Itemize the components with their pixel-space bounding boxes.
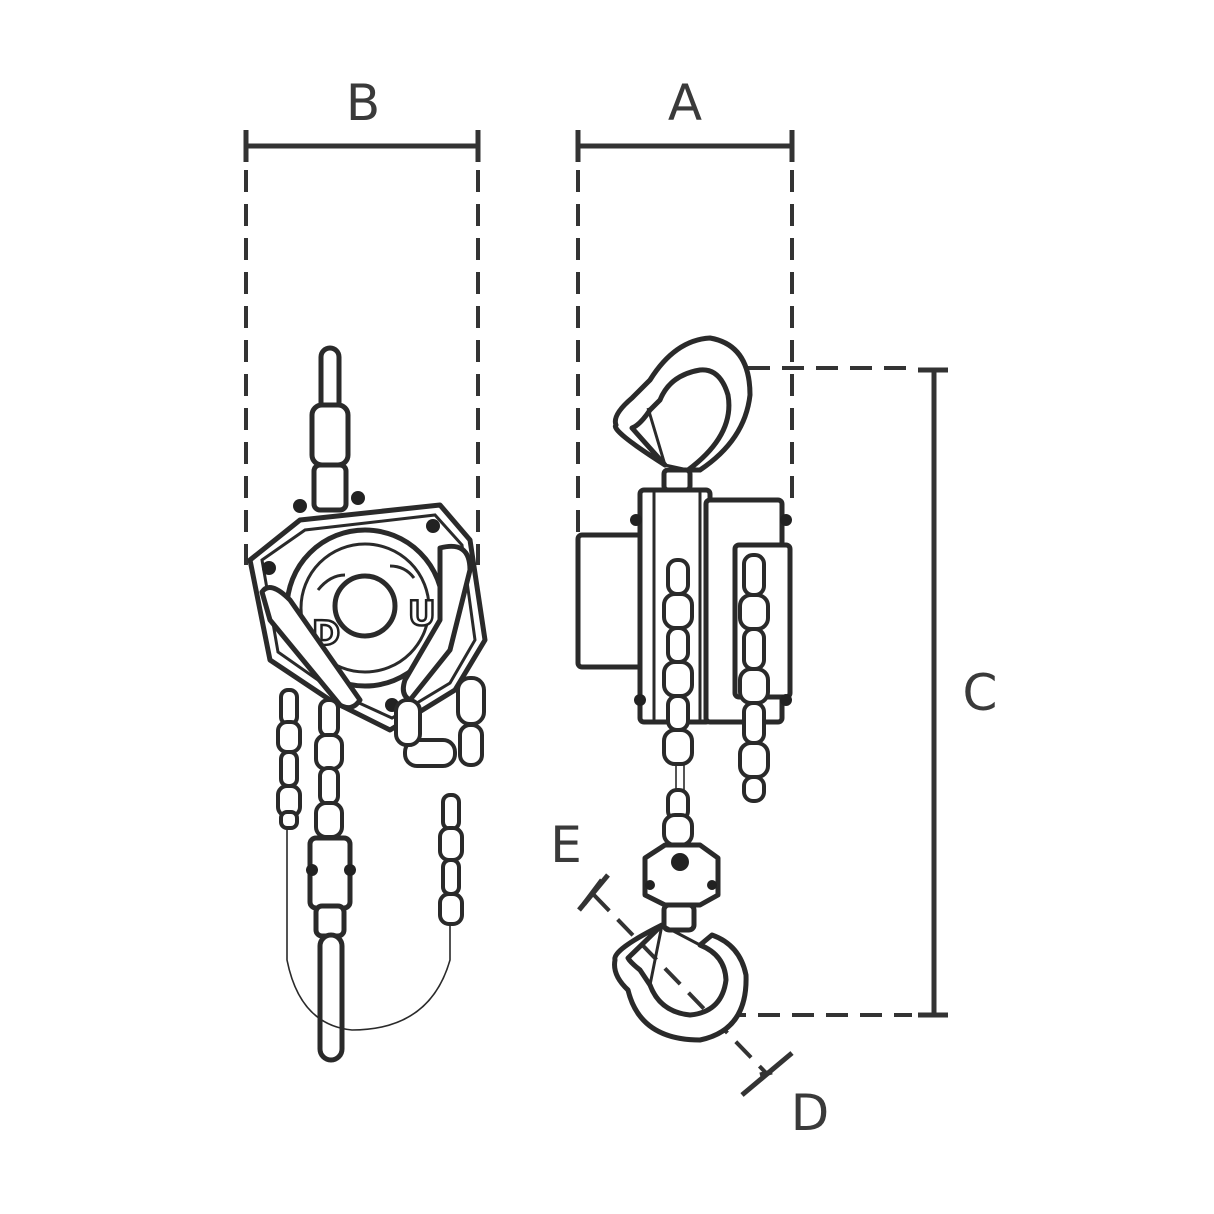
hoist-front-view: D U bbox=[247, 345, 488, 1063]
housing-bolt-1 bbox=[262, 561, 276, 575]
arrow-up-icon bbox=[389, 564, 416, 579]
side-hand-link-6 bbox=[738, 741, 770, 779]
chain-guard-left bbox=[259, 585, 363, 711]
side-hand-link-5 bbox=[742, 701, 766, 745]
hand-chain-left bbox=[276, 688, 302, 830]
left-chain-link-3 bbox=[279, 750, 299, 788]
lower-chain-link-2 bbox=[662, 813, 694, 847]
right-chain-link-1 bbox=[441, 793, 461, 831]
bottom-hook-front bbox=[317, 932, 345, 1063]
bottom-block-pin bbox=[671, 853, 689, 871]
right-chain-link-2 bbox=[438, 826, 464, 862]
side-bolt-1 bbox=[630, 514, 642, 526]
top-swivel bbox=[311, 462, 349, 513]
left-chain-link-2 bbox=[276, 720, 302, 754]
dimension-b: B bbox=[243, 74, 481, 565]
side-bolt-4 bbox=[634, 694, 646, 706]
housing-bolt-2 bbox=[426, 519, 440, 533]
dimension-a: A bbox=[575, 74, 795, 535]
load-chain-link-1 bbox=[318, 698, 340, 738]
internal-chain-link-4 bbox=[662, 660, 694, 698]
side-bolt-3 bbox=[780, 694, 792, 706]
side-hand-link-2 bbox=[738, 593, 770, 631]
dimension-a-label: A bbox=[668, 74, 702, 132]
dimension-d-label: D bbox=[791, 1084, 830, 1142]
load-chain-link-3 bbox=[318, 766, 340, 806]
left-chain-link-5 bbox=[279, 810, 299, 830]
internal-chain-link-6 bbox=[662, 728, 694, 766]
bottom-block-bolt-right bbox=[344, 864, 356, 876]
arrow-down-icon bbox=[316, 573, 346, 591]
dimension-e-label: E bbox=[550, 816, 582, 874]
hand-chain-side bbox=[738, 553, 770, 803]
dimension-d-diagonal bbox=[592, 893, 770, 1077]
internal-chain-link-5 bbox=[666, 694, 690, 732]
top-bolt-right bbox=[351, 491, 365, 505]
load-chain-side-internal bbox=[662, 558, 694, 766]
housing-rim bbox=[260, 513, 477, 720]
load-chain-link-4 bbox=[314, 801, 344, 839]
dimension-e-tick-outer bbox=[577, 873, 610, 912]
bottom-hook bbox=[612, 922, 749, 1043]
hand-chain-right bbox=[438, 793, 464, 926]
side-hand-link-1 bbox=[742, 553, 766, 597]
top-shackle bbox=[309, 402, 351, 468]
dimension-e-d: E D bbox=[550, 816, 829, 1142]
top-hook-neck bbox=[661, 467, 693, 493]
load-chain-front bbox=[314, 698, 344, 839]
hand-chain-link-3 bbox=[403, 738, 457, 768]
up-mark: U bbox=[408, 594, 436, 634]
internal-chain-link-1 bbox=[666, 558, 690, 596]
dimension-b-label: B bbox=[346, 74, 380, 132]
side-hand-link-4 bbox=[738, 667, 770, 705]
bottom-block-side bbox=[642, 842, 721, 908]
hand-wheel-ring bbox=[299, 542, 431, 674]
dimension-c-label: C bbox=[963, 664, 998, 722]
bottom-block-bolt-a bbox=[645, 880, 655, 890]
right-chain-link-3 bbox=[441, 858, 461, 896]
bottom-swivel-front bbox=[313, 903, 347, 939]
hoist-side-view bbox=[575, 335, 793, 1043]
dimension-d-tick-inner bbox=[759, 1069, 773, 1078]
side-hand-link-3 bbox=[742, 627, 766, 671]
hand-chain-link-4 bbox=[394, 698, 422, 747]
hand-chain-slack bbox=[286, 830, 451, 1031]
top-bolt-left bbox=[293, 499, 307, 513]
side-hand-link-7 bbox=[742, 775, 766, 803]
side-bolt-2 bbox=[780, 514, 792, 526]
hand-chain-link-2 bbox=[458, 723, 484, 767]
center-hub bbox=[332, 573, 398, 639]
internal-chain-link-2 bbox=[662, 592, 694, 630]
bottom-swivel-side bbox=[661, 902, 697, 933]
bottom-block-bolt-left bbox=[306, 864, 318, 876]
internal-chain-link-3 bbox=[666, 626, 690, 664]
load-chain-link-2 bbox=[314, 733, 344, 771]
bottom-block-bolt-b bbox=[707, 880, 717, 890]
top-hook bbox=[612, 335, 753, 473]
left-chain-link-1 bbox=[279, 688, 299, 726]
right-chain-link-4 bbox=[438, 892, 464, 926]
hand-chain-loop bbox=[394, 676, 486, 768]
hand-chain-link-1 bbox=[456, 676, 486, 726]
bottom-hook-latch bbox=[648, 922, 701, 986]
